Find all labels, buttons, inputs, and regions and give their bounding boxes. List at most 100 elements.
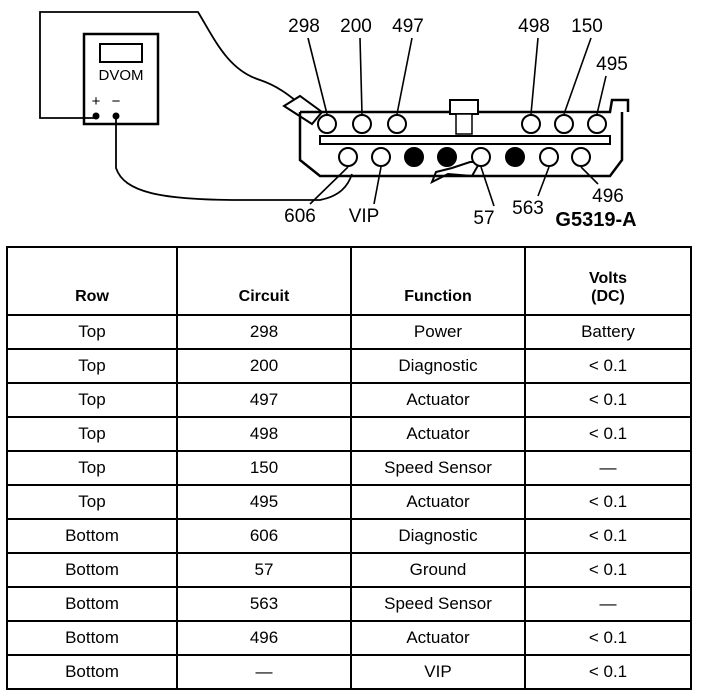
cell-circuit: 563 — [176, 586, 352, 622]
cell-function: VIP — [350, 654, 526, 690]
negative-test-lead — [115, 118, 353, 201]
table-row: Bottom—VIP< 0.1 — [6, 654, 692, 690]
cell-volts: < 0.1 — [524, 654, 692, 690]
connector-pins — [317, 114, 607, 167]
cell-row: Top — [6, 416, 178, 452]
cell-function: Actuator — [350, 382, 526, 418]
header-circuit: Circuit — [176, 246, 352, 316]
cell-row: Bottom — [6, 620, 178, 656]
leader-line — [580, 166, 599, 185]
leader-line — [480, 166, 495, 207]
figure-id: G5319-A — [555, 209, 636, 231]
bottom-pin-blocked-2 — [404, 147, 424, 167]
cell-function: Speed Sensor — [350, 450, 526, 486]
top-pin-497 — [387, 114, 407, 134]
header-row: Row — [6, 246, 178, 316]
cell-row: Bottom — [6, 586, 178, 622]
cell-row: Top — [6, 314, 178, 350]
cell-volts: < 0.1 — [524, 348, 692, 384]
cell-circuit: 496 — [176, 620, 352, 656]
cell-circuit: 57 — [176, 552, 352, 588]
dvom-plus-label: + — [92, 93, 101, 110]
cell-function: Actuator — [350, 620, 526, 656]
cell-volts: < 0.1 — [524, 416, 692, 452]
bottom-pin-label: 563 — [512, 198, 544, 219]
bottom-pin-57 — [471, 147, 491, 167]
cell-circuit: 298 — [176, 314, 352, 350]
cell-volts: < 0.1 — [524, 620, 692, 656]
cell-row: Top — [6, 484, 178, 520]
top-pin-label: 150 — [571, 16, 603, 37]
leader-line — [563, 37, 592, 115]
cell-function: Speed Sensor — [350, 586, 526, 622]
cell-function: Diagnostic — [350, 348, 526, 384]
cell-row: Bottom — [6, 654, 178, 690]
cell-circuit: 200 — [176, 348, 352, 384]
cell-row: Top — [6, 450, 178, 486]
bottom-pin-blocked-5 — [505, 147, 525, 167]
bottom-pin-496 — [571, 147, 591, 167]
table-header-row: Row Circuit Function Volts (DC) — [6, 246, 692, 316]
negative-probe-icon — [430, 161, 482, 185]
cell-row: Bottom — [6, 518, 178, 554]
positive-probe-icon — [282, 94, 324, 126]
cell-circuit: 497 — [176, 382, 352, 418]
cell-function: Actuator — [350, 416, 526, 452]
dvom-plus-jack — [92, 112, 100, 120]
leader-line — [396, 37, 413, 115]
cell-volts: < 0.1 — [524, 518, 692, 554]
top-pin-200 — [352, 114, 372, 134]
top-pin-498 — [521, 114, 541, 134]
cell-volts: < 0.1 — [524, 552, 692, 588]
cell-circuit: 150 — [176, 450, 352, 486]
top-pin-label: 200 — [340, 16, 372, 37]
cell-volts: — — [524, 586, 692, 622]
header-function: Function — [350, 246, 526, 316]
cell-circuit: 606 — [176, 518, 352, 554]
header-volts-line1: Volts — [589, 270, 627, 287]
bottom-pin-label: 496 — [592, 186, 624, 207]
leader-line — [373, 166, 382, 205]
bottom-pin-label: 57 — [473, 208, 494, 229]
dvom-minus-label: − — [112, 93, 121, 110]
top-pin-298 — [317, 114, 337, 134]
leader-line — [309, 166, 349, 205]
positive-test-lead — [39, 11, 301, 119]
header-volts-line2: (DC) — [591, 288, 625, 305]
cell-volts: Battery — [524, 314, 692, 350]
cell-circuit: — — [176, 654, 352, 690]
leader-line — [530, 37, 539, 115]
dvom-minus-jack — [112, 112, 120, 120]
header-volts: Volts (DC) — [524, 246, 692, 316]
cell-row: Top — [6, 382, 178, 418]
cell-function: Power — [350, 314, 526, 350]
cell-function: Diagnostic — [350, 518, 526, 554]
connector-body — [298, 98, 630, 178]
top-pin-label: 298 — [288, 16, 320, 37]
bottom-pin-blocked-3 — [437, 147, 457, 167]
top-pin-label: 495 — [596, 54, 628, 75]
leader-lines — [307, 37, 607, 207]
bottom-pin-VIP — [371, 147, 391, 167]
top-pin-label: 497 — [392, 16, 424, 37]
leader-line — [307, 37, 328, 115]
dvom-label: DVOM — [99, 67, 144, 84]
cell-function: Ground — [350, 552, 526, 588]
cell-row: Bottom — [6, 552, 178, 588]
top-pin-495 — [587, 114, 607, 134]
cell-volts: < 0.1 — [524, 382, 692, 418]
leader-line — [359, 37, 363, 115]
